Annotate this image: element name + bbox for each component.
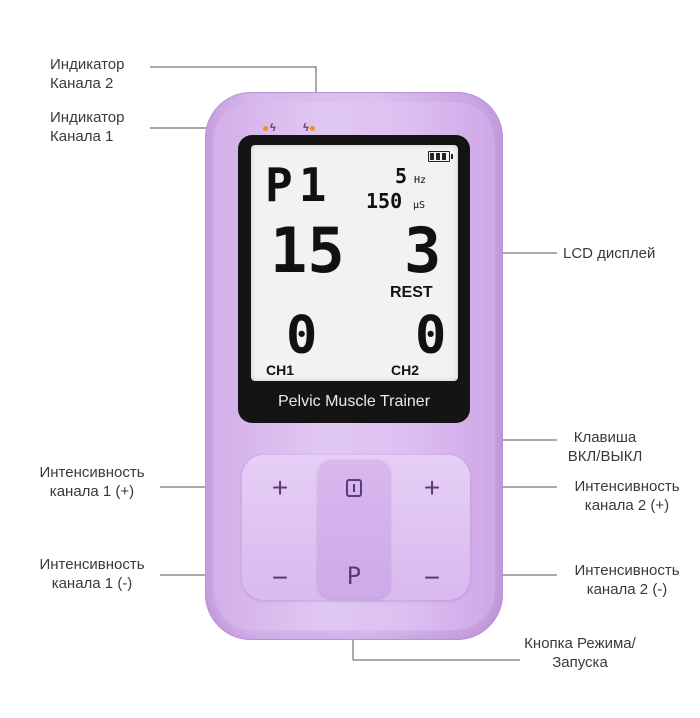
label-ch2-plus: Интенсивность канала 2 (+) bbox=[558, 477, 696, 515]
label-ch1-minus-line2: канала 1 (-) bbox=[51, 575, 133, 592]
ch2-minus-button[interactable]: − bbox=[423, 561, 441, 593]
label-ch1-indicator-line1: Индикатор bbox=[50, 109, 125, 126]
lightning-icon: ϟ bbox=[270, 122, 277, 135]
timer-left: 15 bbox=[270, 214, 345, 287]
battery-bar bbox=[430, 153, 434, 160]
pulse-width-unit: μS bbox=[413, 200, 426, 211]
label-mode-line1: Кнопка Режима/ bbox=[524, 635, 636, 652]
label-ch2-minus-line2: канала 2 (-) bbox=[586, 581, 668, 598]
label-lcd-text: LCD дисплей bbox=[563, 245, 656, 262]
ch1-level: 0 bbox=[286, 306, 318, 366]
label-ch2-minus: Интенсивность канала 2 (-) bbox=[558, 561, 696, 599]
label-ch2-plus-line2: канала 2 (+) bbox=[584, 497, 670, 514]
ch2-plus-button[interactable]: + bbox=[423, 471, 441, 503]
label-ch1-minus: Интенсивность канала 1 (-) bbox=[22, 555, 162, 593]
label-ch2-indicator-line1: Индикатор bbox=[50, 56, 125, 73]
label-ch1-indicator: Индикатор Канала 1 bbox=[50, 108, 125, 146]
label-power-key: Клавиша ВКЛ/ВЫКЛ bbox=[555, 428, 655, 466]
label-ch2-indicator-line2: Канала 2 bbox=[50, 75, 114, 92]
frequency-unit: Hz bbox=[414, 175, 427, 186]
label-power-line1: Клавиша bbox=[573, 429, 637, 446]
label-ch2-indicator: Индикатор Канала 2 bbox=[50, 55, 125, 93]
label-ch1-minus-line1: Интенсивность bbox=[39, 556, 145, 573]
label-ch1-indicator-line2: Канала 1 bbox=[50, 128, 114, 145]
frequency-value: 5 bbox=[395, 164, 408, 188]
label-ch1-plus-line1: Интенсивность bbox=[39, 464, 145, 481]
ch1-minus-button[interactable]: − bbox=[271, 561, 289, 593]
brand-name: Pelvic Muscle Trainer bbox=[277, 393, 431, 410]
program-number: P1 bbox=[265, 158, 333, 212]
ch2-led-dot bbox=[309, 125, 315, 131]
ch2-level: 0 bbox=[415, 306, 447, 366]
lightning-icon: ϟ bbox=[303, 122, 310, 135]
label-power-line2: ВКЛ/ВЫКЛ bbox=[567, 448, 643, 465]
battery-bar bbox=[442, 153, 446, 160]
label-mode-line2: Запуска bbox=[552, 654, 608, 671]
battery-bar bbox=[436, 153, 440, 160]
label-ch1-plus: Интенсивность канала 1 (+) bbox=[22, 463, 162, 501]
label-ch1-plus-line2: канала 1 (+) bbox=[49, 483, 135, 500]
power-icon bbox=[346, 479, 362, 497]
ch1-label: CH1 bbox=[266, 362, 295, 378]
ch1-indicator-led: ϟ bbox=[263, 122, 277, 134]
label-mode-key: Кнопка Режима/ Запуска bbox=[505, 634, 655, 672]
ch1-plus-button[interactable]: + bbox=[271, 471, 289, 503]
label-ch2-minus-line1: Интенсивность bbox=[574, 562, 680, 579]
label-ch2-plus-line1: Интенсивность bbox=[574, 478, 680, 495]
ch2-indicator-led: ϟ bbox=[303, 122, 317, 134]
lcd-display bbox=[251, 145, 458, 381]
timer-right: 3 bbox=[404, 214, 442, 287]
battery-icon bbox=[428, 151, 453, 162]
power-button[interactable] bbox=[338, 474, 370, 502]
label-lcd: LCD дисплей bbox=[563, 244, 655, 263]
pulse-width-value: 150 bbox=[366, 189, 403, 213]
ch2-label: CH2 bbox=[391, 362, 420, 378]
rest-indicator: REST bbox=[390, 284, 433, 301]
mode-button[interactable]: P bbox=[346, 562, 362, 590]
ch1-led-dot bbox=[263, 125, 268, 131]
center-key bbox=[318, 460, 390, 598]
